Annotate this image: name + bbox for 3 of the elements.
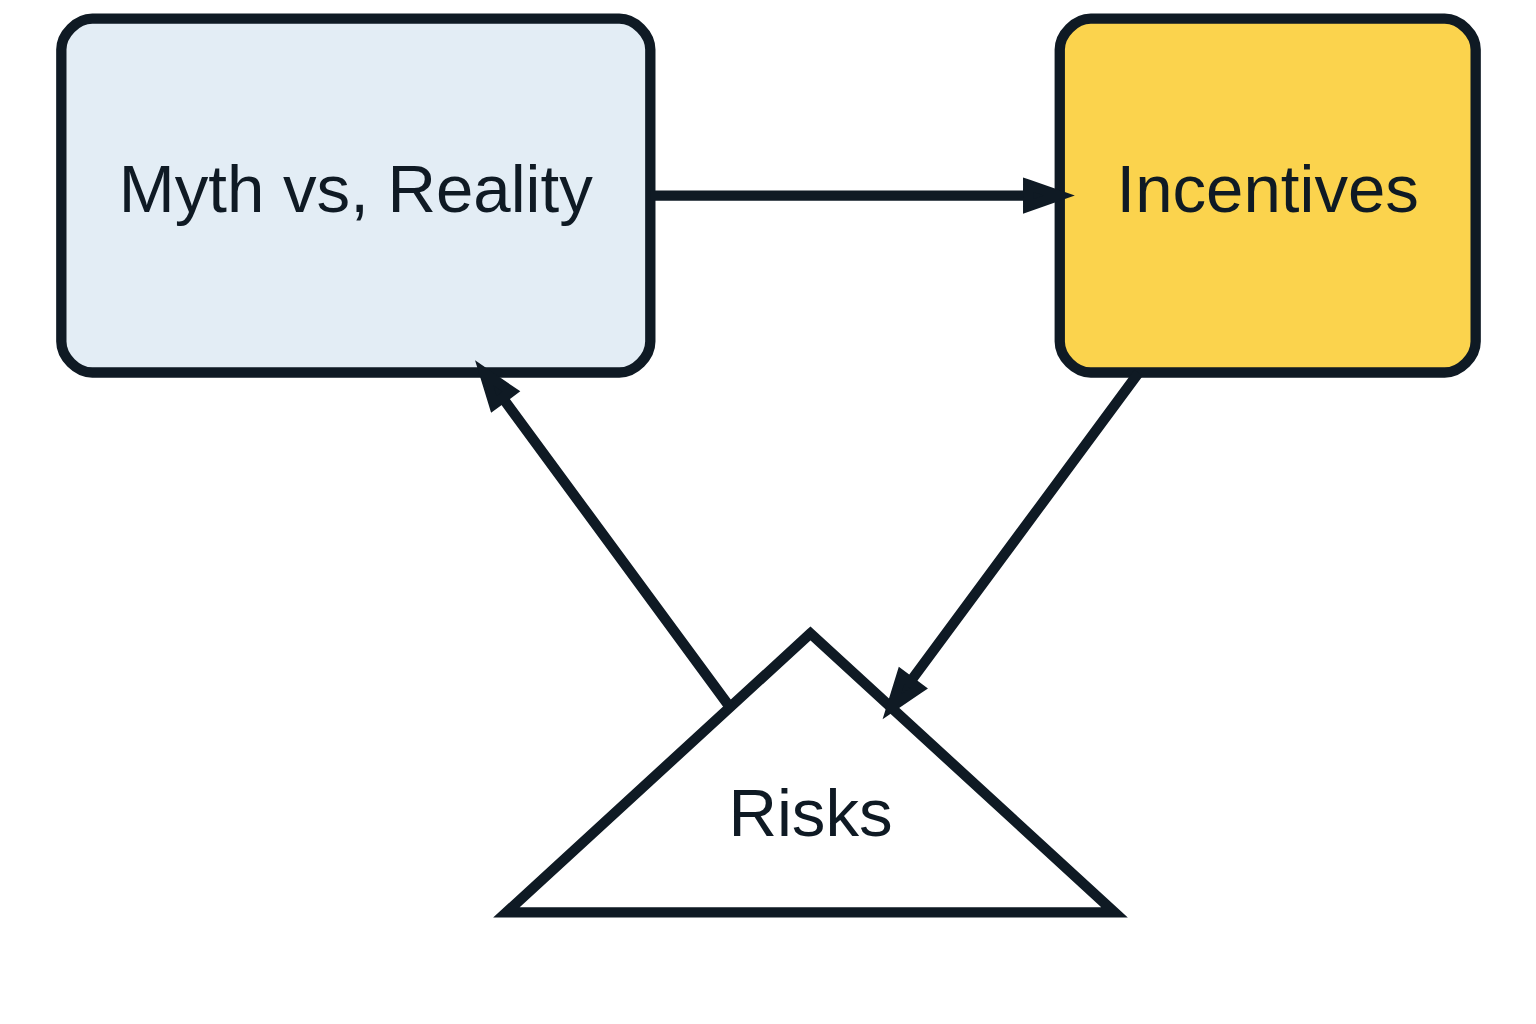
node-box: Incentives xyxy=(1054,13,1481,378)
arrow xyxy=(474,360,734,710)
node-box: Myth vs, Reality xyxy=(55,13,655,378)
